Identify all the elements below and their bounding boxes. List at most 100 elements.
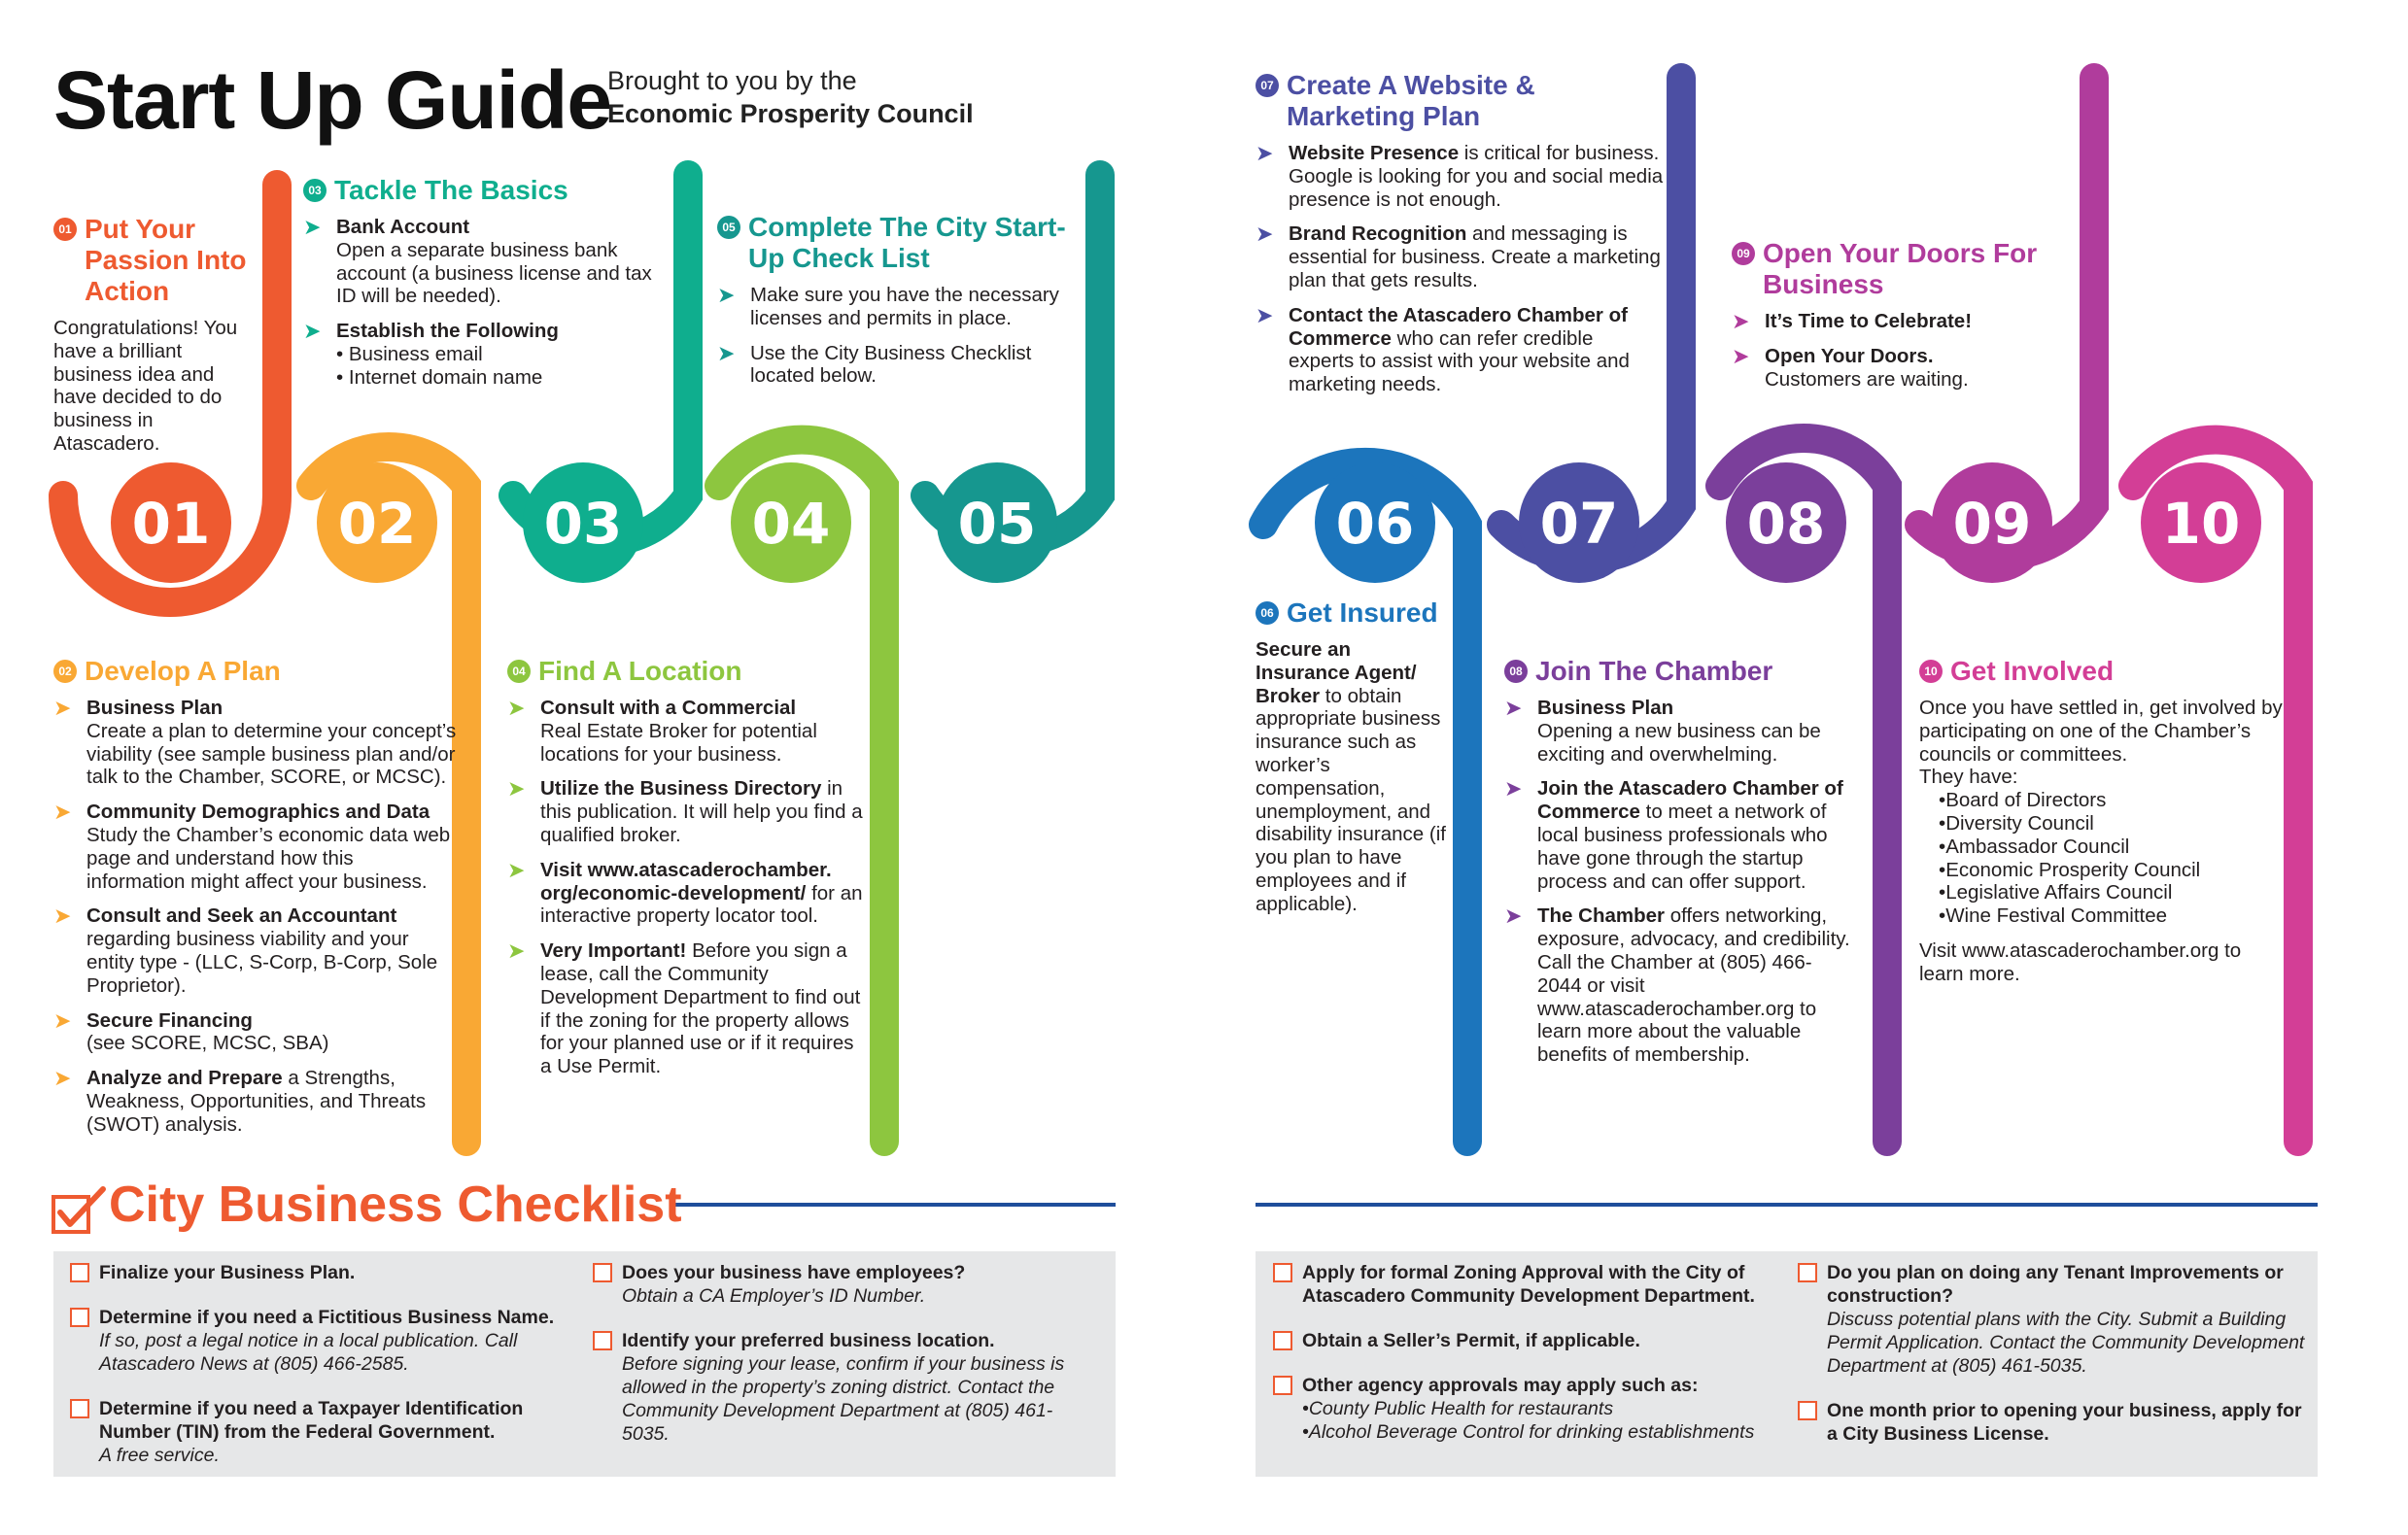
checklist-left-col-1: Finalize your Business Plan. Determine i… [70,1261,566,1488]
checkbox[interactable] [1798,1401,1817,1420]
checklist-item-note: Before signing your lease, confirm if yo… [622,1353,1065,1445]
byline-line-2: Economic Prosperity Council [607,99,974,128]
checklist-item[interactable]: One month prior to opening your business… [1798,1399,2308,1446]
checkbox[interactable] [1798,1263,1817,1282]
item-title: Business Plan [86,697,224,719]
step-02-section: 02 Develop A Plan ➤ Business Plan Create… [53,656,457,1148]
step-02-badge: 02 [53,660,77,683]
checklist-item[interactable]: Other agency approvals may apply such as… [1273,1374,1788,1444]
step-02-heading: Develop A Plan [85,656,281,686]
council-name: Wine Festival Committee [1945,904,2168,928]
step-03-heading-row: 03 Tackle The Basics [303,175,653,206]
step-03-section: 03 Tackle The Basics ➤ Bank Account Open… [303,175,653,401]
list-item: ➤ Utilize the Business Directory in this… [507,777,867,846]
step-01-heading: Put Your Passion Into Action [85,214,247,306]
checkbox[interactable] [1273,1331,1292,1350]
arrow-icon: ➤ [717,340,736,365]
item-text: Study the Chamber’s economic data web pa… [86,823,451,893]
arrow-icon: ➤ [53,904,72,929]
item-text: to meet a network of local business prof… [1537,801,1828,893]
step-07-heading-row: 07 Create A Website & Marketing Plan [1256,70,1664,132]
checklist-item[interactable]: Identify your preferred business locatio… [593,1329,1098,1446]
checklist-item-title: One month prior to opening your business… [1827,1400,2302,1445]
item-title: Very Important! [540,939,687,963]
step-06-heading: Get Insured [1287,597,1438,628]
track-01 [49,170,292,617]
track-08 [1705,424,1902,1156]
checklist-item-title: Determine if you need a Taxpayer Identif… [99,1398,524,1443]
checkbox[interactable] [70,1308,89,1327]
item-title: Open Your Doors. [1765,344,1934,367]
checkmark-icon [52,1186,106,1234]
list-item: ➤ Business Plan Create a plan to determi… [53,697,457,789]
item-title: Analyze and Prepare [86,1067,283,1090]
track-06 [1249,447,1482,1156]
byline-line-1: Brought to you by the [607,66,857,95]
council-name: Board of Directors [1945,789,2107,812]
track-02 [296,432,481,1156]
checklist-item-note: •County Public Health for restaurants [1302,1398,1614,1419]
checkbox[interactable] [70,1399,89,1418]
checklist-item[interactable]: Determine if you need a Taxpayer Identif… [70,1397,566,1467]
step-number-09: 09 [1953,491,2032,557]
item-title: Secure Financing [86,1008,253,1032]
checkbox[interactable] [593,1331,612,1350]
byline: Brought to you by the Economic Prosperit… [607,64,974,130]
step-08-section: 08 Join The Chamber ➤ Business Plan Open… [1504,656,1854,1078]
step-04-heading: Find A Location [538,656,742,686]
checklist-item[interactable]: Do you plan on doing any Tenant Improvem… [1798,1261,2308,1378]
list-item: ➤ Brand Recognition and messaging is ess… [1256,222,1664,291]
arrow-icon: ➤ [507,857,526,882]
checklist-item[interactable]: Apply for formal Zoning Approval with th… [1273,1261,1788,1308]
checkbox[interactable] [1273,1263,1292,1282]
checklist-item[interactable]: Finalize your Business Plan. [70,1261,566,1284]
step-06-badge: 06 [1256,601,1279,625]
item-title: Community Demographics and Data [86,801,430,824]
checklist-item[interactable]: Obtain a Seller’s Permit, if applicable. [1273,1329,1788,1352]
step-10-intro: Once you have settled in, get involved b… [1919,697,2283,766]
item-title: Establish the Following [336,320,559,343]
arrow-icon: ➤ [1732,343,1750,368]
arrow-icon: ➤ [1504,696,1523,720]
council-name: Ambassador Council [1945,835,2130,858]
item-text: who can refer credible experts to assist… [1289,326,1630,396]
item-title: It’s Time to Celebrate! [1765,310,1973,332]
step-10-outro: Visit www.atascaderochamber.org to learn… [1919,938,2242,985]
checklist-item[interactable]: Does your business have employees? Obtai… [593,1261,1098,1308]
step-number-03: 03 [544,491,623,557]
list-item: •Board of Directors [1939,789,2107,812]
item-text: Opening a new business can be exciting a… [1537,719,1821,766]
step-09-section: 09 Open Your Doors For Business ➤ It’s T… [1732,238,2062,402]
arrow-icon: ➤ [53,696,72,720]
checkbox[interactable] [1273,1376,1292,1395]
step-number-04: 04 [752,491,831,557]
checkbox[interactable] [70,1263,89,1282]
step-number-05: 05 [958,491,1037,557]
item-text: offers networking, exposure, advocacy, a… [1537,904,1850,1067]
checklist-item-title: Other agency approvals may apply such as… [1302,1375,1699,1396]
item-title: Website Presence [1289,142,1460,164]
checklist-item-title: Apply for formal Zoning Approval with th… [1302,1262,1755,1307]
step-09-heading: Open Your Doors For Business [1763,238,2038,299]
step-06-heading-row: 06 Get Insured [1256,597,1450,629]
step-08-badge: 08 [1504,660,1528,683]
step-10-heading: Get Involved [1950,656,2115,686]
step-circle-08 [1726,462,1846,583]
item-text: is critical for business. Google is look… [1289,142,1664,211]
checklist-item-title: Obtain a Seller’s Permit, if applicable. [1302,1330,1640,1351]
checklist-item-note: Obtain a CA Employer’s ID Number. [622,1285,926,1307]
checklist-item[interactable]: Determine if you need a Fictitious Busin… [70,1306,566,1376]
step-07-badge: 07 [1256,74,1279,97]
checkbox[interactable] [593,1263,612,1282]
item-text: Make sure you have the necessary license… [750,284,1059,329]
item-title: The Chamber [1537,904,1665,928]
step-04-heading-row: 04 Find A Location [507,656,867,687]
step-number-06: 06 [1336,491,1415,557]
checklist-title: City Business Checklist [109,1177,682,1233]
step-03-heading: Tackle The Basics [334,175,568,205]
step-10-they-have: They have: [1919,766,2018,789]
list-item: •Legislative Affairs Council [1939,881,2173,904]
council-name: Legislative Affairs Council [1945,881,2173,904]
arrow-icon: ➤ [507,696,526,720]
